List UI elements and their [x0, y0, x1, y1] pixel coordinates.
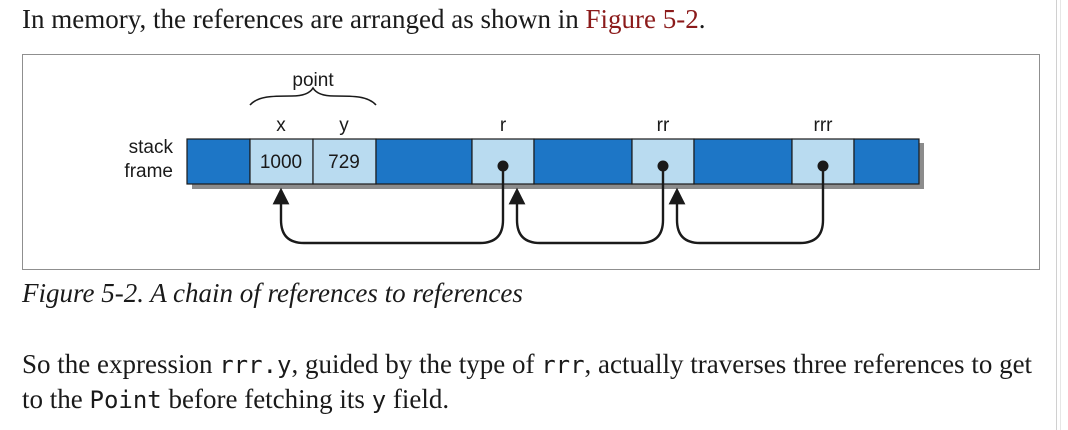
- frame-cell-blank: [186, 138, 251, 185]
- inline-code: rrr: [541, 351, 585, 379]
- arrow-r-to-point: [272, 164, 505, 245]
- intro-paragraph: In memory, the references are arranged a…: [22, 2, 705, 36]
- field-y-label: y: [339, 115, 349, 136]
- body-text: , actually traverses three references to…: [22, 349, 1033, 414]
- frame-cell-blank: [853, 138, 920, 185]
- ref-rrr-label: rrr: [814, 115, 834, 136]
- field-y-value: 729: [328, 152, 360, 173]
- memory-diagram: stack frame point x y r rr rrr 1000 729: [124, 70, 924, 245]
- frame-label: frame: [124, 161, 173, 182]
- figure-caption: Figure 5-2. A chain of references to ref…: [22, 278, 523, 308]
- point-label: point: [292, 70, 334, 91]
- body-text: field.: [386, 384, 450, 414]
- frame-cell-blank: [375, 138, 473, 185]
- point-x-cell: [249, 138, 314, 185]
- arrow-rrr-to-rr: [668, 164, 825, 245]
- ref-r-label: r: [500, 115, 507, 136]
- point-brace: [249, 86, 377, 106]
- arrow-rr-to-r: [508, 164, 665, 245]
- figure-frame: [22, 54, 1040, 270]
- body-text: before fetching its: [161, 384, 372, 414]
- body-text: , guided by the type of: [291, 349, 542, 379]
- inline-code: rrr.y: [219, 351, 292, 379]
- intro-text: In memory, the references are arranged a…: [22, 4, 586, 34]
- ref-rr-label: rr: [657, 115, 670, 136]
- page-edge-rule: [1056, 0, 1061, 430]
- field-x-label: x: [276, 115, 286, 136]
- figure-link[interactable]: Figure 5-2: [585, 4, 699, 34]
- frame-cell-blank: [693, 138, 793, 185]
- stack-label: stack: [129, 137, 174, 158]
- inline-code: Point: [89, 386, 162, 414]
- frame-cell-blank: [533, 138, 633, 185]
- inline-code: y: [371, 386, 387, 414]
- field-x-value: 1000: [260, 152, 302, 173]
- intro-period: .: [698, 4, 706, 34]
- body-text: So the expression: [22, 349, 220, 379]
- body-paragraph: So the expression rrr.y, guided by the t…: [22, 347, 1052, 417]
